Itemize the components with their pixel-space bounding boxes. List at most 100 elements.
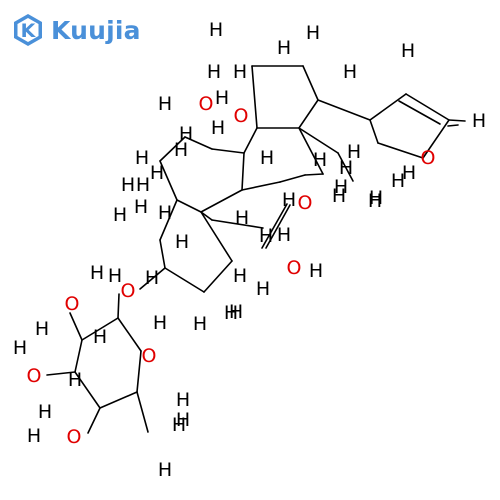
single-bond — [99, 391, 138, 409]
single-bond — [211, 148, 245, 154]
hydrogen-atom-label: H — [306, 22, 320, 44]
hydrogen-atom-label: H — [158, 459, 172, 481]
oxygen-atom-label: O — [121, 280, 136, 302]
hydrogen-atom-label: H — [153, 312, 167, 334]
single-bond — [298, 127, 339, 154]
single-bond — [136, 350, 142, 393]
oxygen-atom-label: O — [67, 426, 82, 448]
single-bond — [87, 407, 101, 434]
double-bond-line — [447, 124, 459, 127]
single-bond — [298, 127, 324, 175]
single-bond — [176, 199, 202, 213]
single-bond — [304, 173, 324, 176]
hydrogen-atom-label: H — [233, 61, 247, 83]
hydrogen-atom-label: H — [309, 260, 323, 282]
single-bond — [139, 267, 166, 290]
hydrogen-atom-label: H — [209, 19, 223, 41]
hydrogen-atom-label: H — [224, 302, 238, 324]
hydrogen-atom-label: H — [150, 162, 164, 184]
oxygen-atom-label: O — [65, 293, 80, 315]
single-bond — [46, 371, 76, 376]
single-bond — [159, 199, 178, 241]
hydrogen-atom-label: H — [233, 265, 247, 287]
hydrogen-atom-label: H — [391, 170, 405, 192]
oxygen-atom-label: O — [142, 345, 157, 367]
hydrogen-atom-label: H — [259, 225, 273, 247]
single-bond — [241, 152, 245, 191]
single-bond — [159, 136, 186, 162]
oxygen-atom-label: O — [298, 192, 313, 214]
single-bond — [203, 260, 233, 293]
hydrogen-atom-label: H — [215, 87, 229, 109]
hydrogen-atom-label: H — [158, 202, 172, 224]
hydrogen-atom-label: H — [135, 147, 149, 169]
hydrogen-atom-label: H — [282, 189, 296, 211]
single-bond — [200, 211, 233, 262]
single-bond — [302, 65, 319, 101]
hydrogen-atom-label: H — [347, 141, 361, 163]
double-bond-line — [261, 203, 288, 249]
hydrogen-atom-label: H — [38, 401, 52, 423]
hydrogen-atom-label: H — [121, 174, 135, 196]
single-bond — [298, 99, 319, 129]
hydrogen-atom-label: H — [277, 224, 291, 246]
hydrogen-atom-label: H — [256, 278, 270, 300]
double-bond-line — [265, 204, 291, 249]
hydrogen-atom-label: H — [179, 123, 193, 145]
single-bond — [159, 239, 166, 269]
hydrogen-atom-label: H — [176, 409, 190, 431]
hydrogen-atom-label: H — [158, 93, 172, 115]
single-bond — [69, 312, 83, 341]
single-bond — [377, 142, 424, 159]
watermark-logo: K Kuujia — [10, 12, 141, 48]
oxygen-atom-label: O — [234, 105, 249, 127]
oxygen-atom-label: O — [199, 93, 214, 115]
hydrogen-atom-label: H — [277, 37, 291, 59]
single-bond — [241, 181, 281, 191]
single-bond — [159, 160, 178, 201]
hydrogen-atom-label: H — [401, 40, 415, 62]
hydrogen-atom-label: H — [313, 149, 327, 171]
hydrogen-atom-label: H — [68, 369, 82, 391]
single-bond — [369, 93, 407, 121]
hydrogen-atom-label: H — [343, 61, 357, 83]
hydrogen-atom-label: H — [332, 185, 346, 207]
single-bond — [117, 293, 120, 319]
hydrogen-atom-label: H — [134, 196, 148, 218]
hydrogen-atom-label: H — [175, 231, 189, 253]
hydrogen-atom-label: H — [13, 337, 27, 359]
hydrogen-atom-label: H — [172, 414, 186, 436]
hydrogen-atom-label: H — [339, 157, 353, 179]
double-bond-line — [398, 100, 441, 125]
oxygen-atom-label: O — [27, 365, 42, 387]
hydrogen-atom-label: H — [27, 425, 41, 447]
single-bond — [243, 127, 258, 154]
hydrogen-atom-label: H — [93, 326, 107, 348]
single-bond — [279, 174, 306, 183]
single-bond — [317, 99, 371, 121]
hydrogen-atom-label: H — [193, 313, 207, 335]
single-bond — [200, 189, 243, 213]
single-bond — [117, 317, 142, 352]
hydrogen-atom-label: H — [369, 187, 383, 209]
hydrogen-atom-label: H — [235, 207, 249, 229]
hydrogen-atom-label: H — [229, 301, 243, 323]
single-bond — [184, 136, 213, 150]
single-bond — [405, 93, 450, 121]
hydrogen-atom-label: H — [90, 262, 104, 284]
hydrogen-atom-label: H — [334, 176, 348, 198]
bond-layer — [46, 65, 466, 434]
hydrogen-atom-label: H — [260, 147, 274, 169]
hydrogen-atom-label: H — [472, 110, 486, 132]
single-bond — [369, 119, 379, 144]
oxygen-atom-label: O — [287, 257, 302, 279]
logo-letter: K — [21, 20, 37, 42]
single-bond — [422, 119, 450, 159]
single-bond — [81, 317, 119, 341]
hydrogen-atom-label: H — [174, 139, 188, 161]
single-bond — [448, 119, 466, 122]
single-bond — [211, 219, 264, 229]
